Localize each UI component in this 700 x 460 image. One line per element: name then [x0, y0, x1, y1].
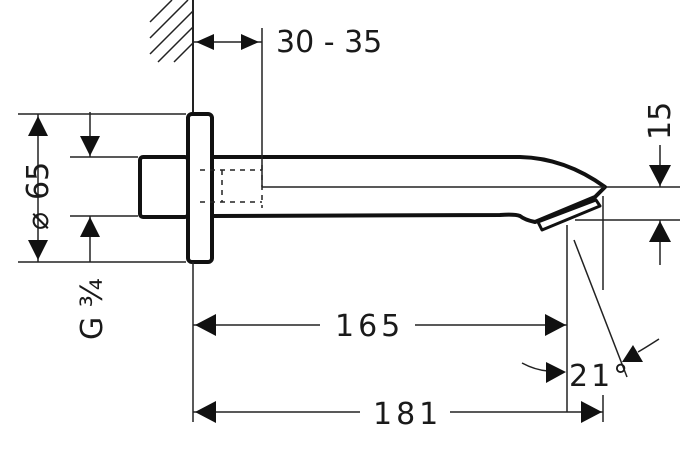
- projection-total-label: 181: [373, 397, 442, 432]
- dimension-thread: [70, 112, 138, 262]
- dimension-wall-gap: [193, 28, 263, 187]
- dimension-height-offset: [575, 145, 680, 265]
- dimension-angle: [521, 239, 660, 383]
- wall-hatch: [149, 0, 194, 115]
- angle-label: 21°: [569, 359, 631, 394]
- wall-gap-label: 30 - 35: [276, 25, 382, 60]
- diameter-symbol: ⌀: [21, 212, 56, 230]
- dimension-projections: [192, 196, 604, 423]
- spout-body: [138, 112, 607, 264]
- height-offset-label: 15: [643, 102, 678, 140]
- diameter-label: 65: [21, 162, 56, 200]
- dimension-diameter: [18, 113, 186, 263]
- projection-outlet-label: 165: [335, 309, 404, 344]
- thread-label: G ¾: [75, 278, 110, 340]
